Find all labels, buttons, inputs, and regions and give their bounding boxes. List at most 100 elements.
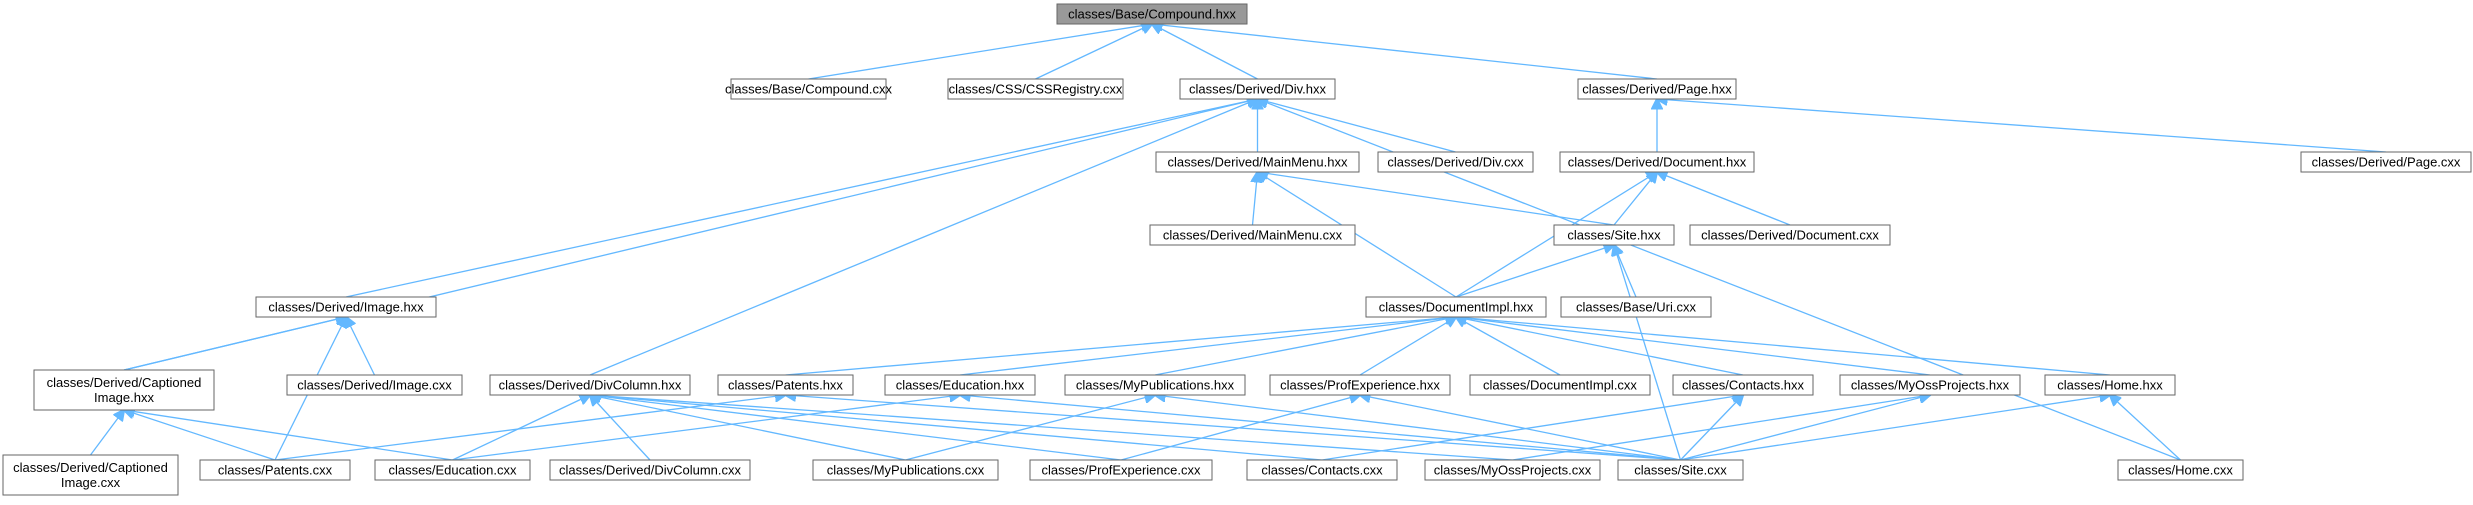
node-box[interactable] [1149, 224, 1356, 246]
node-box[interactable] [1560, 296, 1712, 318]
node-label: classes/Derived/Page.cxx [2312, 155, 2461, 170]
node-site-cxx[interactable]: classes/Site.cxx [1617, 459, 1744, 481]
node-box[interactable] [1469, 374, 1651, 396]
edge-contacts-cxx-to-derived-divcolumn-hxx [590, 395, 1323, 461]
node-contacts-cxx[interactable]: classes/Contacts.cxx [1246, 459, 1398, 481]
node-box[interactable] [2117, 459, 2244, 481]
node-box[interactable] [730, 78, 887, 100]
node-box[interactable] [884, 374, 1036, 396]
node-base-compound-cxx[interactable]: classes/Base/Compound.cxx [725, 78, 892, 100]
node-label: classes/Base/Compound.cxx [725, 82, 892, 97]
node-patents-hxx[interactable]: classes/Patents.hxx [717, 374, 854, 396]
node-myossprojects-hxx[interactable]: classes/MyOssProjects.hxx [1839, 374, 2021, 396]
node-home-cxx[interactable]: classes/Home.cxx [2117, 459, 2244, 481]
node-box[interactable] [1246, 459, 1398, 481]
node-box[interactable] [374, 459, 531, 481]
edge-myossprojects-hxx-to-documentimpl-hxx [1456, 317, 1931, 376]
node-label: classes/ProfExperience.hxx [1280, 378, 1440, 393]
node-box[interactable] [1155, 151, 1360, 173]
edge-patents-cxx-to-derived-captionedimage-hxx [124, 410, 276, 461]
node-box[interactable] [1377, 151, 1534, 173]
edge-myossprojects-cxx-to-derived-divcolumn-hxx [590, 395, 1513, 461]
node-label: Image.hxx [94, 390, 154, 405]
edge-profexperience-hxx-to-documentimpl-hxx [1359, 317, 1456, 376]
node-box[interactable] [1553, 224, 1675, 246]
node-box[interactable] [1269, 374, 1451, 396]
node-label: classes/Derived/MainMenu.hxx [1168, 155, 1348, 170]
node-box[interactable] [1577, 78, 1737, 100]
node-derived-divcolumn-cxx[interactable]: classes/Derived/DivColumn.cxx [549, 459, 751, 481]
node-derived-document-hxx[interactable]: classes/Derived/Document.hxx [1559, 151, 1755, 173]
node-box[interactable] [1179, 78, 1336, 100]
node-label: classes/Base/Compound.hxx [1068, 7, 1236, 22]
node-box[interactable] [33, 369, 215, 411]
node-box[interactable] [1029, 459, 1213, 481]
node-label: classes/Derived/Captioned [47, 375, 202, 390]
edge-contacts-hxx-to-documentimpl-hxx [1456, 317, 1744, 376]
node-box[interactable] [1424, 459, 1601, 481]
edge-derived-captionedimage-hxx-to-derived-image-hxx [123, 317, 346, 371]
edge-documentimpl-cxx-to-documentimpl-hxx [1456, 317, 1561, 376]
node-profexperience-hxx[interactable]: classes/ProfExperience.hxx [1269, 374, 1451, 396]
node-box[interactable] [717, 374, 854, 396]
node-box[interactable] [1617, 459, 1744, 481]
node-education-hxx[interactable]: classes/Education.hxx [884, 374, 1036, 396]
node-derived-div-cxx[interactable]: classes/Derived/Div.cxx [1377, 151, 1534, 173]
node-mypublications-cxx[interactable]: classes/MyPublications.cxx [812, 459, 999, 481]
node-label: classes/Derived/MainMenu.cxx [1163, 228, 1343, 243]
node-box[interactable] [1672, 374, 1814, 396]
node-profexperience-cxx[interactable]: classes/ProfExperience.cxx [1029, 459, 1213, 481]
node-box[interactable] [1689, 224, 1891, 246]
node-base-compound-hxx[interactable]: classes/Base/Compound.hxx [1056, 3, 1248, 25]
edge-site-cxx-to-contacts-hxx [1680, 395, 1744, 461]
node-derived-mainmenu-hxx[interactable]: classes/Derived/MainMenu.hxx [1155, 151, 1360, 173]
edge-patents-cxx-to-patents-hxx [274, 395, 786, 461]
node-box[interactable] [199, 459, 351, 481]
node-box[interactable] [1559, 151, 1755, 173]
node-label: classes/Derived/Div.cxx [1387, 155, 1524, 170]
node-box[interactable] [2044, 374, 2176, 396]
node-label: classes/DocumentImpl.cxx [1483, 378, 1637, 393]
edge-derived-div-cxx-to-derived-div-hxx [1258, 99, 1456, 153]
node-derived-document-cxx[interactable]: classes/Derived/Document.cxx [1689, 224, 1891, 246]
edge-mypublications-cxx-to-derived-divcolumn-hxx [590, 395, 906, 461]
edge-derived-document-cxx-to-derived-document-hxx [1657, 172, 1791, 226]
node-label: classes/Education.cxx [389, 463, 517, 478]
node-box[interactable] [549, 459, 751, 481]
node-box[interactable] [1056, 3, 1248, 25]
edge-home-hxx-to-documentimpl-hxx [1456, 317, 2111, 376]
node-box[interactable] [2, 454, 179, 496]
node-derived-image-hxx[interactable]: classes/Derived/Image.hxx [255, 296, 437, 318]
node-box[interactable] [947, 78, 1124, 100]
node-box[interactable] [1839, 374, 2021, 396]
node-box[interactable] [2300, 151, 2472, 173]
node-box[interactable] [489, 374, 691, 396]
node-site-hxx[interactable]: classes/Site.hxx [1553, 224, 1675, 246]
node-derived-page-hxx[interactable]: classes/Derived/Page.hxx [1577, 78, 1737, 100]
node-contacts-hxx[interactable]: classes/Contacts.hxx [1672, 374, 1814, 396]
node-mypublications-hxx[interactable]: classes/MyPublications.hxx [1064, 374, 1246, 396]
node-box[interactable] [286, 374, 463, 396]
node-home-hxx[interactable]: classes/Home.hxx [2044, 374, 2176, 396]
node-derived-div-hxx[interactable]: classes/Derived/Div.hxx [1179, 78, 1336, 100]
node-documentimpl-cxx[interactable]: classes/DocumentImpl.cxx [1469, 374, 1651, 396]
node-base-uri-cxx[interactable]: classes/Base/Uri.cxx [1560, 296, 1712, 318]
node-box[interactable] [1064, 374, 1246, 396]
node-box[interactable] [812, 459, 999, 481]
node-box[interactable] [255, 296, 437, 318]
edge-css-cssregistry-cxx-to-base-compound-hxx [1035, 24, 1153, 80]
node-documentimpl-hxx[interactable]: classes/DocumentImpl.hxx [1365, 296, 1547, 318]
node-derived-mainmenu-cxx[interactable]: classes/Derived/MainMenu.cxx [1149, 224, 1356, 246]
node-myossprojects-cxx[interactable]: classes/MyOssProjects.cxx [1424, 459, 1601, 481]
edge-derived-divcolumn-cxx-to-derived-divcolumn-hxx [590, 395, 651, 461]
node-patents-cxx[interactable]: classes/Patents.cxx [199, 459, 351, 481]
node-education-cxx[interactable]: classes/Education.cxx [374, 459, 531, 481]
node-derived-divcolumn-hxx[interactable]: classes/Derived/DivColumn.hxx [489, 374, 691, 396]
node-box[interactable] [1365, 296, 1547, 318]
node-derived-image-cxx[interactable]: classes/Derived/Image.cxx [286, 374, 463, 396]
node-css-cssregistry-cxx[interactable]: classes/CSS/CSSRegistry.cxx [947, 78, 1124, 100]
node-label: classes/Patents.hxx [728, 378, 843, 393]
node-derived-page-cxx[interactable]: classes/Derived/Page.cxx [2300, 151, 2472, 173]
